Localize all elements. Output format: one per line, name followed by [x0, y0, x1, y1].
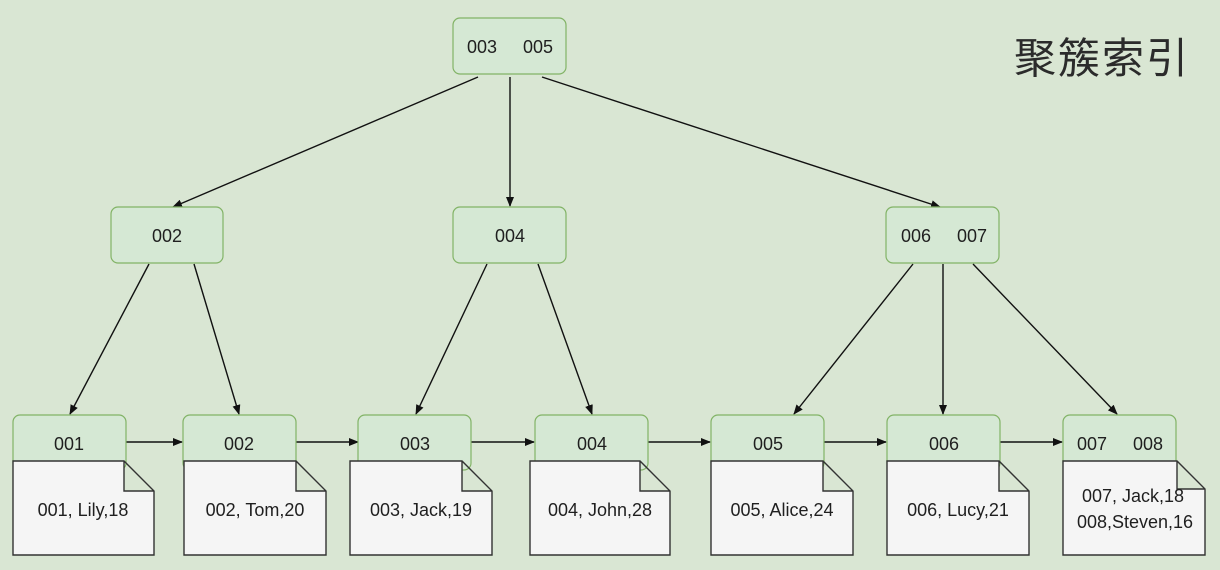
leaf-007-008-key-1: 007	[1077, 434, 1107, 454]
leaf-004-key: 004	[577, 434, 607, 454]
edge-006-007-to-leaf-005	[793, 263, 914, 415]
leaf-003-key: 003	[400, 434, 430, 454]
internal-node-004-key: 004	[495, 226, 525, 246]
root-key-1: 003	[467, 37, 497, 57]
leaf-001-record-page	[12, 460, 155, 556]
root-node: 003 005	[452, 17, 567, 75]
leaf-007-008-record-line-1: 007, Jack,18	[1082, 486, 1184, 506]
leaf-002-record-page	[183, 460, 327, 556]
internal-node-006-007: 006 007	[885, 206, 1000, 264]
leaf-007-008-record-document: 007, Jack,18 008,Steven,16	[1062, 460, 1206, 556]
leaf-001-record-line-1: 001, Lily,18	[38, 500, 129, 520]
internal-node-006-007-box	[885, 206, 1000, 264]
leaf-004-key-node: 004	[534, 414, 649, 471]
internal-node-004: 004	[452, 206, 567, 264]
leaf-005: 005 005, Alice,24	[710, 414, 854, 556]
leaf-007-008-record-page	[1062, 460, 1206, 556]
internal-node-004-box	[452, 206, 567, 264]
leaf-002-record-line-1: 002, Tom,20	[206, 500, 305, 520]
leaf-001-key-node: 001	[12, 414, 127, 471]
leaf-004-record-document: 004, John,28	[529, 460, 671, 556]
edge-root-to-002	[172, 76, 479, 208]
internal-node-002-box	[110, 206, 224, 264]
internal-node-006-007-key-2: 007	[957, 226, 987, 246]
internal-node-002-key: 002	[152, 226, 182, 246]
leaf-001: 001 001, Lily,18	[12, 414, 155, 556]
root-key-2: 005	[523, 37, 553, 57]
leaf-002-record-document: 002, Tom,20	[183, 460, 327, 556]
leaf-006-key: 006	[929, 434, 959, 454]
tree-edges	[69, 76, 1118, 446]
leaf-006: 006 006, Lucy,21	[886, 414, 1030, 556]
leaf-006-record-page	[886, 460, 1030, 556]
leaf-005-record-document: 005, Alice,24	[710, 460, 854, 556]
leaf-007-008-key-2: 008	[1133, 434, 1163, 454]
leaf-005-key: 005	[753, 434, 783, 454]
diagram-title: 聚簇索引	[1013, 34, 1190, 83]
edge-002-to-leaf-001	[69, 263, 150, 415]
leaf-006-key-node: 006	[886, 414, 1001, 471]
leaf-007-008-record-line-2: 008,Steven,16	[1077, 512, 1193, 532]
leaf-005-record-line-1: 005, Alice,24	[730, 500, 833, 520]
leaf-003-record-line-1: 003, Jack,19	[370, 500, 472, 520]
edge-004-to-leaf-004	[537, 263, 593, 415]
leaf-002-key-node: 002	[182, 414, 297, 471]
leaf-002-key: 002	[224, 434, 254, 454]
edge-root-to-006-007	[541, 76, 941, 209]
leaf-004-record-page	[529, 460, 671, 556]
leaf-005-record-page	[710, 460, 854, 556]
leaf-003-record-page	[349, 460, 493, 556]
leaf-006-record-document: 006, Lucy,21	[886, 460, 1030, 556]
edge-004-to-leaf-003	[415, 263, 488, 415]
leaf-004-record-line-1: 004, John,28	[548, 500, 652, 520]
internal-node-006-007-key-1: 006	[901, 226, 931, 246]
edge-002-to-leaf-002	[193, 263, 241, 415]
leaf-004: 004 004, John,28	[529, 414, 671, 556]
internal-node-002: 002	[110, 206, 224, 264]
leaf-005-key-node: 005	[710, 414, 825, 471]
leaf-001-record-document: 001, Lily,18	[12, 460, 155, 556]
leaf-001-key: 001	[54, 434, 84, 454]
leaf-003: 003 003, Jack,19	[349, 414, 493, 556]
leaf-007-008: 007 008 007, Jack,18 008,Steven,16	[1062, 414, 1206, 556]
root-node-box	[452, 17, 567, 75]
leaf-003-record-document: 003, Jack,19	[349, 460, 493, 556]
leaf-006-record-line-1: 006, Lucy,21	[907, 500, 1009, 520]
edge-006-007-to-leaf-007-008	[972, 263, 1118, 415]
leaf-002: 002 002, Tom,20	[182, 414, 327, 556]
